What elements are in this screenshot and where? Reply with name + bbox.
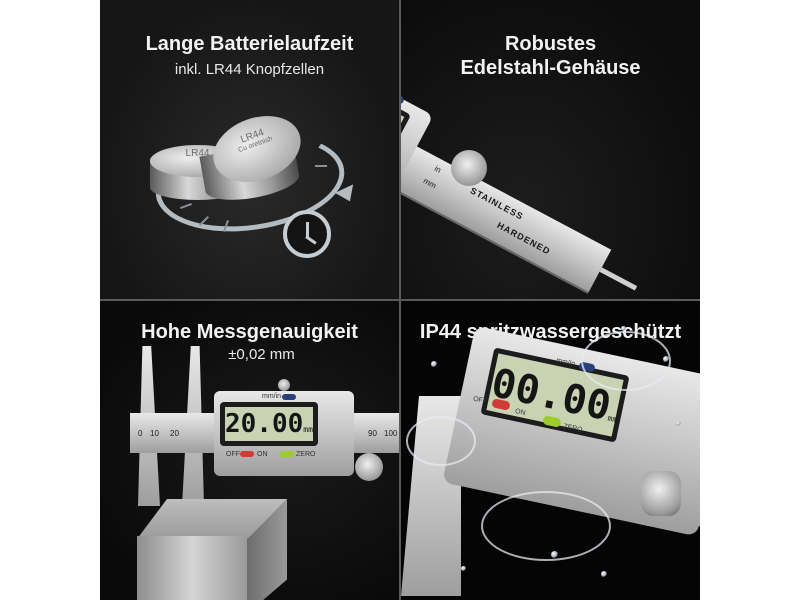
thumb-wheel [451, 150, 487, 186]
panel-title: Hohe Messgenauigkeit [141, 321, 358, 343]
panel-battery-life: Lange Batterielaufzeit inkl. LR44 Knopfz… [100, 0, 399, 299]
water-splash [481, 491, 611, 561]
metal-block [137, 536, 247, 600]
on-label: ON [257, 451, 268, 458]
caliper-image: in mm STAINLESS HARDENED 00 [401, 65, 638, 299]
thumb-wheel [355, 453, 383, 481]
panel-accuracy: Hohe Messgenauigkeit ±0,02 mm 0 10 20 90… [100, 301, 399, 600]
panel-subtitle: ±0,02 mm [228, 346, 295, 363]
water-splash [581, 331, 671, 391]
stamp-stainless: STAINLESS [468, 185, 526, 222]
panel-subtitle: inkl. LR44 Knopfzellen [174, 61, 325, 78]
water-drop [601, 571, 607, 577]
caliper-rail: in mm STAINLESS HARDENED [401, 141, 612, 294]
lcd-value: 20.00 [225, 409, 304, 439]
panel-stainless-housing: Robustes Edelstahl-Gehäuse in mm STAINLE… [401, 0, 700, 299]
water-drop [621, 326, 626, 331]
depth-probe [599, 267, 638, 291]
lcd-unit: mm [606, 413, 619, 425]
water-drop [676, 421, 681, 426]
feature-grid: Lange Batterielaufzeit inkl. LR44 Knopfz… [100, 0, 700, 600]
panel-title: Lange Batterielaufzeit [145, 33, 354, 55]
zero-button [280, 451, 294, 457]
lcd-unit: mm [303, 425, 313, 434]
mm-in-button [282, 394, 296, 400]
mm-in-label: mm/in [262, 393, 282, 400]
off-label: OFF [226, 451, 240, 458]
dial-tick [315, 165, 327, 167]
panel-title-line1: Robustes [504, 33, 597, 55]
panel-waterproof: IP44 spritzwassergeschützt 90 00.00mm mm… [401, 301, 700, 600]
water-drop [663, 356, 669, 362]
on-off-button [240, 451, 254, 457]
water-drop [551, 551, 558, 558]
water-splash [406, 416, 476, 466]
clock-icon [283, 210, 331, 258]
thumb-wheel [641, 471, 681, 516]
water-drop [431, 361, 437, 367]
zero-label: ZERO [296, 451, 316, 458]
water-drop [461, 566, 466, 571]
panel-title-line2: Edelstahl-Gehäuse [460, 57, 641, 79]
battery-label: LR44 [185, 148, 210, 159]
stamp-hardened: HARDENED [495, 220, 553, 257]
lcd-display: 20.00mm [220, 402, 318, 446]
lock-screw [278, 379, 290, 391]
